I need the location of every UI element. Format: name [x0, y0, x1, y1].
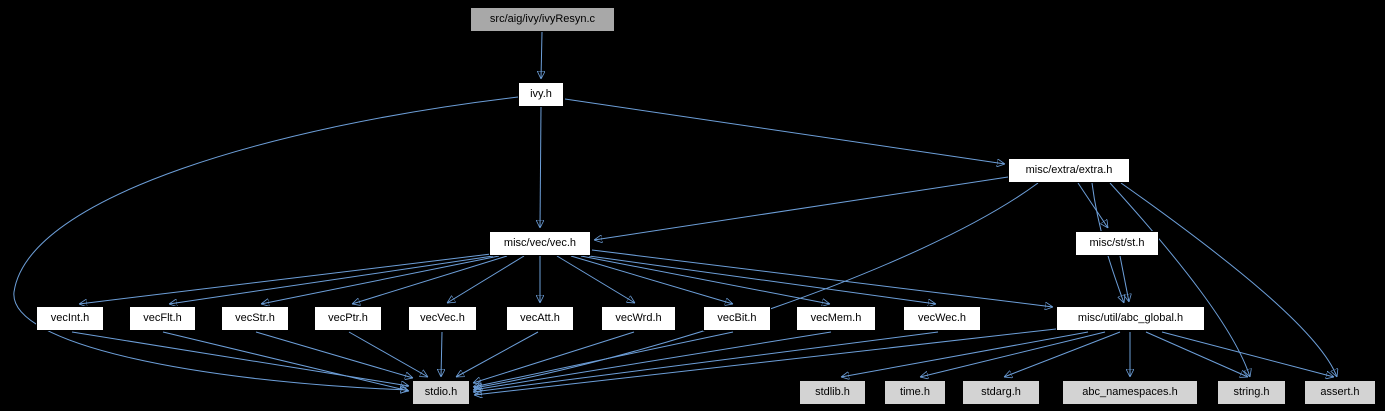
- edge-vec-vecflt: [169, 255, 494, 304]
- edge-vecflt-stdio: [162, 331, 409, 391]
- edge-vec-vecptr: [352, 255, 508, 304]
- edge-vecbit-stdio: [473, 331, 734, 387]
- edge-vecint-stdio: [71, 331, 409, 386]
- graph-node-stdlib-h[interactable]: stdlib.h: [799, 380, 866, 405]
- graph-node-stdio-h[interactable]: stdio.h: [412, 380, 470, 405]
- edge-abcglobal-stdarg: [1004, 331, 1121, 377]
- edge-vecptr-stdio: [348, 331, 428, 377]
- graph-node-stdarg-h[interactable]: stdarg.h: [962, 380, 1040, 405]
- edge-extra-assert: [1120, 182, 1337, 377]
- edge-vecstr-stdio: [255, 331, 413, 378]
- edge-vec-abcglobal: [591, 249, 1053, 307]
- edge-abcglobal-assert: [1161, 331, 1334, 377]
- edge-ivy-stdio: [13, 96, 519, 390]
- graph-node-vecstr-h[interactable]: vecStr.h: [221, 306, 289, 331]
- edge-extra-vec: [594, 176, 1009, 240]
- graph-node-abc-global-h[interactable]: misc/util/abc_global.h: [1056, 306, 1205, 331]
- edge-vecwrd-stdio: [473, 331, 635, 383]
- edge-root-ivy: [541, 31, 542, 79]
- edge-vec-vecstr: [261, 255, 500, 304]
- edge-ivy-extra: [564, 98, 1005, 164]
- graph-node-vec-h[interactable]: misc/vec/vec.h: [489, 231, 591, 256]
- edge-vecmem-stdio: [473, 331, 832, 390]
- graph-node-vecflt-h[interactable]: vecFlt.h: [129, 306, 196, 331]
- graph-node-vecwrd-h[interactable]: vecWrd.h: [601, 306, 676, 331]
- graph-node-vecmem-h[interactable]: vecMem.h: [796, 306, 876, 331]
- edge-vecatt-stdio: [456, 331, 539, 378]
- graph-node-ivyresyn-c[interactable]: src/aig/ivy/ivyResyn.c: [470, 7, 615, 32]
- graph-node-vecint-h[interactable]: vecInt.h: [36, 306, 104, 331]
- edge-abcglobal-string: [1145, 331, 1248, 377]
- edge-st-abcglobal: [1119, 255, 1129, 302]
- graph-node-vecptr-h[interactable]: vecPtr.h: [314, 306, 382, 331]
- edge-abcglobal-time: [920, 331, 1106, 377]
- edge-abcglobal-stdlib: [841, 331, 1089, 377]
- edge-vec-vecmem: [580, 255, 830, 304]
- edge-vec-vecvec: [447, 255, 525, 303]
- edge-extra-stdio: [474, 182, 1039, 388]
- graph-node-extra-h[interactable]: misc/extra/extra.h: [1008, 158, 1130, 183]
- edge-vec-vecwec: [588, 255, 936, 304]
- edge-vecvec-stdio: [441, 331, 442, 377]
- edge-abcglobal-stdio: [474, 328, 1057, 395]
- graph-node-vecbit-h[interactable]: vecBit.h: [703, 306, 771, 331]
- graph-node-assert-h[interactable]: assert.h: [1304, 380, 1376, 405]
- graph-node-string-h[interactable]: string.h: [1217, 380, 1286, 405]
- graph-node-time-h[interactable]: time.h: [884, 380, 946, 405]
- edge-vec-vecwrd: [556, 255, 635, 303]
- edge-ivy-vec: [540, 106, 541, 228]
- graph-node-vecwec-h[interactable]: vecWec.h: [903, 306, 981, 331]
- edge-vec-vecbit: [570, 255, 733, 304]
- graph-node-abc-namespaces-h[interactable]: abc_namespaces.h: [1062, 380, 1198, 405]
- edge-vecwec-stdio: [473, 331, 939, 392]
- edge-extra-st: [1077, 182, 1108, 228]
- graph-node-vecvec-h[interactable]: vecVec.h: [408, 306, 477, 331]
- graph-node-st-h[interactable]: misc/st/st.h: [1075, 231, 1159, 256]
- edge-extra-string: [1109, 182, 1250, 377]
- graph-node-vecatt-h[interactable]: vecAtt.h: [506, 306, 574, 331]
- edge-vec-vecint: [79, 253, 492, 304]
- graph-node-ivy-h[interactable]: ivy.h: [518, 82, 564, 107]
